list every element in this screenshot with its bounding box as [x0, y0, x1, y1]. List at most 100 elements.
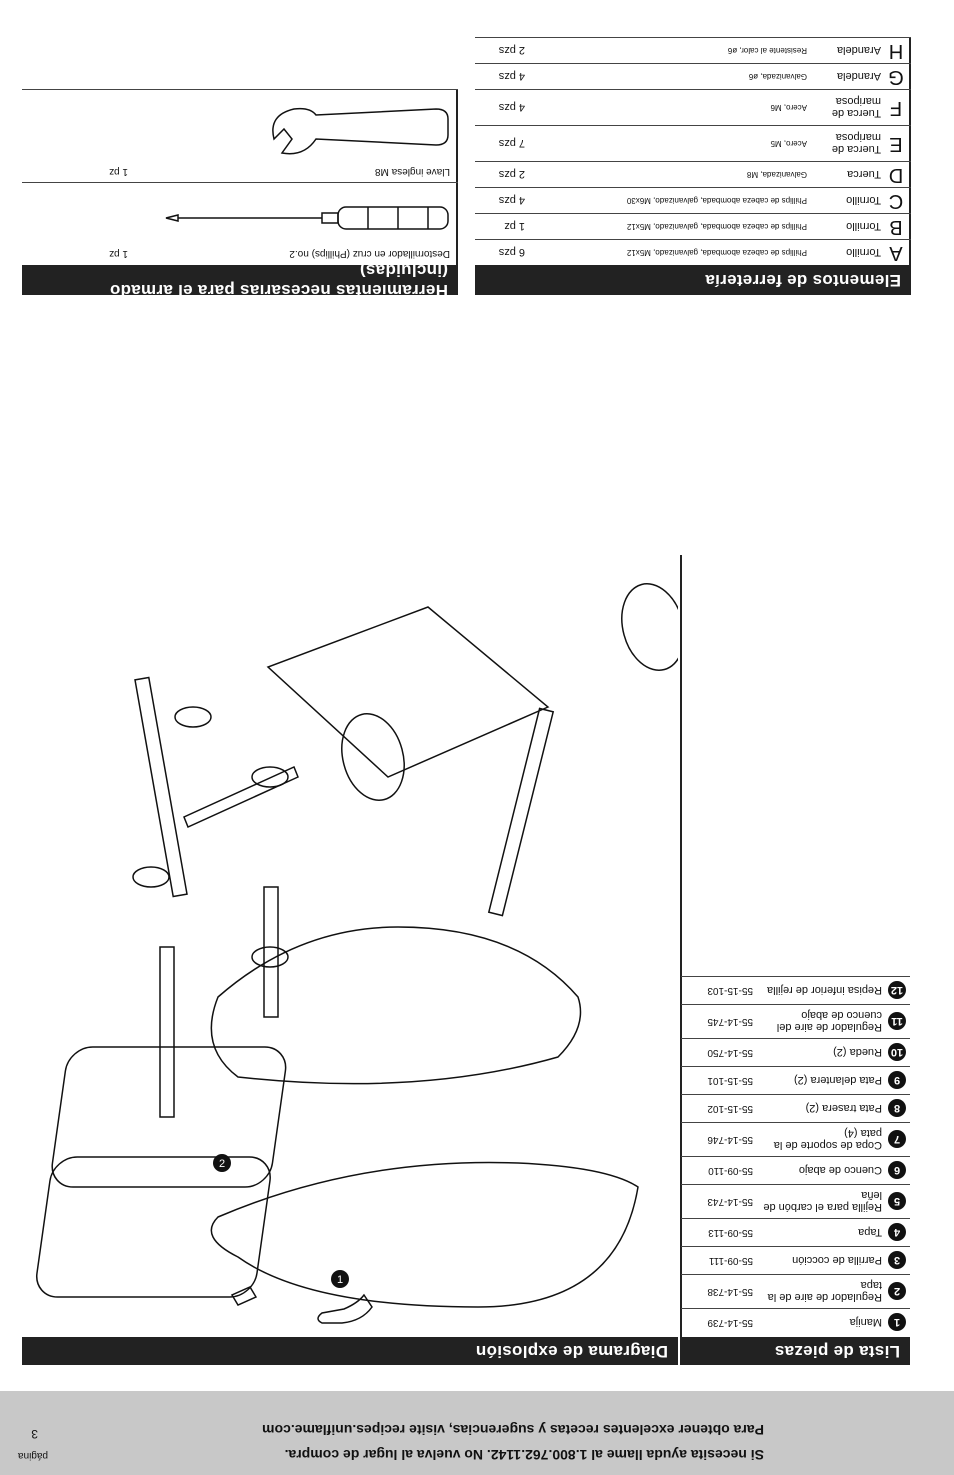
svg-text:2: 2	[219, 1158, 225, 1170]
part-number: 10	[888, 1043, 906, 1062]
part-number: 12	[888, 981, 906, 1000]
part-number: 7	[888, 1130, 906, 1149]
callout-1: 1	[331, 1270, 349, 1288]
part-code: 55-15-103	[707, 985, 753, 996]
part-name: Cuenco de abajo	[798, 1164, 882, 1177]
page-number: 3	[31, 1427, 38, 1441]
part-name: Rueda (2)	[833, 1046, 882, 1059]
part-code: 55-09-110	[708, 1165, 753, 1176]
tools-header: Herramientas necesarias para el armado (…	[22, 261, 458, 300]
part-name: Pata trasera (2)	[805, 1102, 882, 1115]
hardware-qty: 2 pzs	[498, 44, 525, 57]
hardware-name: Tornillo	[846, 194, 881, 207]
hardware-name: Tuerca de mariposa	[831, 95, 881, 120]
leg-part	[134, 676, 188, 898]
leg-part	[487, 707, 555, 917]
svg-text:1: 1	[337, 1274, 343, 1286]
part-number: 11	[888, 1012, 906, 1031]
cup-part	[251, 766, 289, 788]
part-row: 5 Rejilla para el carbón de leña 55-14-743	[681, 1184, 910, 1218]
hardware-qty: 4 pzs	[498, 101, 525, 114]
part-number: 5	[888, 1192, 906, 1211]
hardware-desc: Acero, M5	[770, 139, 807, 148]
part-code: 55-14-750	[707, 1047, 753, 1058]
exploded-diagram: 1 2	[36, 583, 678, 1324]
hardware-qty: 7 pzs	[498, 137, 525, 150]
hardware-letter: A	[889, 242, 903, 264]
part-name: Pata delantera (2)	[793, 1074, 882, 1087]
part-number: 6	[888, 1161, 906, 1180]
hardware-letter: B	[889, 216, 903, 238]
lid-vent-part	[230, 1286, 258, 1306]
screwdriver-icon	[165, 206, 449, 230]
hardware-desc: Phillips de cabeza abombada, galvanizado…	[626, 196, 807, 205]
hardware-desc: Acero, M6	[770, 103, 807, 112]
hardware-letter: F	[889, 97, 903, 119]
cup-part	[174, 706, 212, 728]
wrench-icon	[272, 107, 449, 155]
part-code: 55-15-101	[707, 1075, 753, 1086]
hardware-row: F Tuerca de mariposa Acero, M6 4 pzs	[475, 89, 911, 125]
part-number: 3	[888, 1251, 906, 1270]
part-number: 9	[888, 1071, 906, 1090]
tool-qty: 1 pz	[109, 166, 128, 177]
page-label: página	[17, 1450, 48, 1461]
leg-part	[263, 886, 279, 1018]
part-code: 55-14-738	[707, 1286, 753, 1297]
callout-2: 2	[213, 1154, 231, 1172]
part-code: 55-15-102	[707, 1103, 753, 1114]
charcoal-grate-part	[51, 1046, 287, 1188]
hardware-name: Arandela	[836, 70, 881, 83]
hardware-letter: H	[888, 40, 904, 62]
part-row: 10 Rueda (2) 55-14-750	[681, 1038, 910, 1066]
parts-list-header: Lista de piezas	[681, 1337, 910, 1365]
tools-title: Herramientas necesarias para el armado (…	[109, 261, 448, 300]
hardware-qty: 1 pz	[504, 220, 525, 233]
tool-name: Destornillador en cruz (Phillips) no.2	[289, 248, 450, 259]
hardware-qty: 4 pzs	[498, 70, 525, 83]
footer-help-line: Si necesita ayuda llame al 1.800.762.114…	[284, 1447, 764, 1463]
hardware-name: Tornillo	[846, 220, 881, 233]
part-code: 55-14-739	[707, 1317, 753, 1328]
bowl-vent-part	[183, 765, 299, 829]
diagram-header: Diagrama de explosión	[22, 1337, 678, 1365]
hardware-header: Elementos de ferretería	[475, 265, 911, 295]
parts-list-title: Lista de piezas	[774, 1342, 900, 1361]
part-code: 55-14-746	[707, 1134, 753, 1145]
hardware-title: Elementos de ferretería	[705, 271, 901, 290]
wheel-part	[621, 583, 678, 671]
hardware-name: Tornillo	[846, 246, 881, 259]
tool-name: Llave inglesa M8	[374, 166, 450, 177]
hardware-qty: 4 pzs	[498, 194, 525, 207]
part-row: 6 Cuenco de abajo 55-09-110	[681, 1156, 910, 1184]
hardware-row: B Tornillo Phillips de cabeza abombada, ga…	[475, 213, 911, 239]
part-name: Regulador de aire de la tapa	[767, 1279, 882, 1304]
part-name: Rejilla para el carbón de leña	[763, 1189, 882, 1214]
part-code: 55-09-113	[708, 1227, 753, 1238]
wheel-part	[341, 713, 405, 801]
hardware-letter: E	[889, 133, 903, 155]
part-name: Tapa	[858, 1226, 882, 1239]
part-code: 55-14-743	[707, 1196, 753, 1207]
footer-recipes-line: Para obtener excelentes recetas y sugere…	[262, 1422, 764, 1438]
part-number: 4	[888, 1223, 906, 1242]
part-row: 9 Pata delantera (2) 55-15-101	[681, 1066, 910, 1094]
tool-qty: 1 pz	[109, 248, 128, 259]
part-number: 1	[888, 1313, 906, 1332]
cooking-grate-part	[36, 1156, 271, 1298]
hardware-name: Arandela	[836, 44, 881, 57]
hardware-qty: 6 pzs	[498, 246, 525, 259]
hardware-desc: Phillips de cabeza abombada, galvanizado…	[626, 222, 807, 231]
